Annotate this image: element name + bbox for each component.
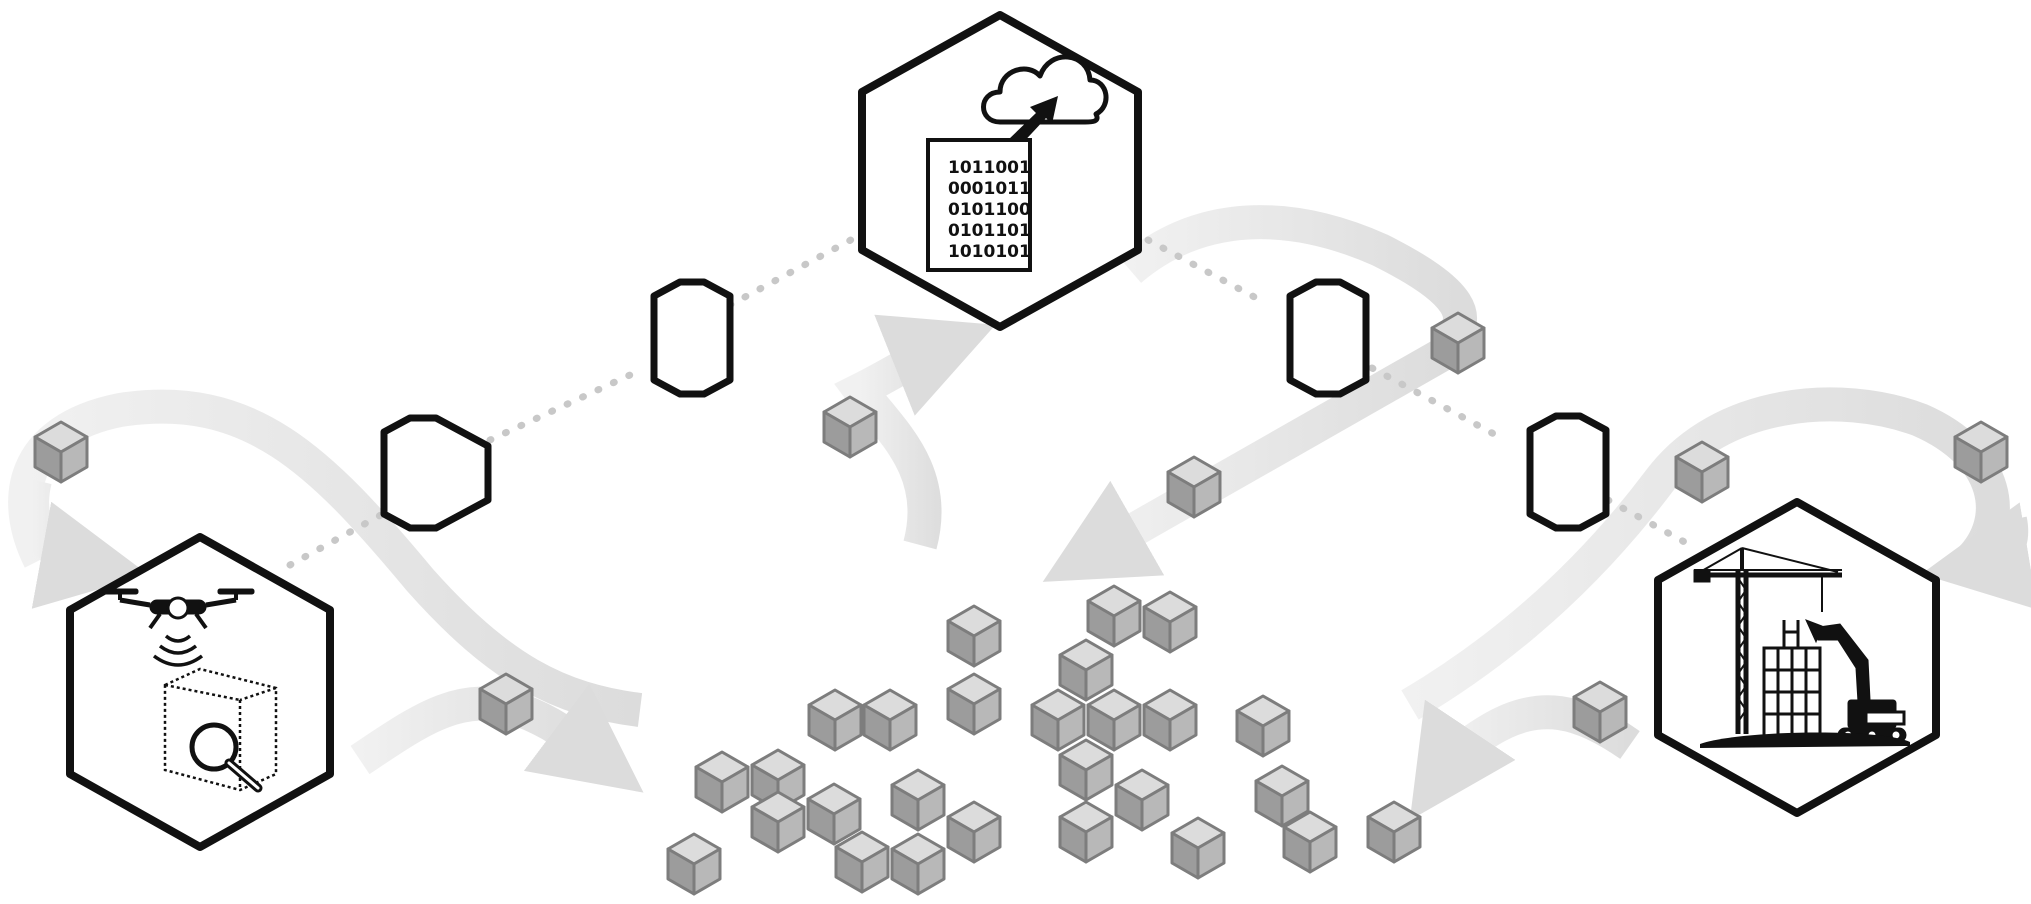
empty-hexagons [380, 278, 1610, 532]
binary-line-1: 1011001 [948, 158, 1031, 178]
cube [1114, 768, 1170, 832]
empty-hexagon-3 [1286, 278, 1370, 398]
cube [1170, 816, 1226, 880]
cube [946, 800, 1002, 864]
empty-hexagon-1 [380, 414, 492, 532]
dotted-link-cloud-to-hex3 [1144, 236, 1264, 304]
flow-arrow-left-down [15, 475, 149, 609]
cube [1058, 800, 1114, 864]
upload-arrow-icon [1008, 96, 1058, 148]
flow-arrow-center-up [834, 314, 996, 550]
dotted-link-hex1-to-hex2 [486, 371, 634, 444]
cube [862, 688, 918, 752]
cube [1086, 584, 1142, 648]
drone-icon [101, 588, 255, 667]
cube [750, 790, 806, 854]
empty-hexagon-4 [1526, 412, 1610, 532]
binary-line-3: 0101100 [948, 200, 1031, 220]
cube [33, 420, 89, 484]
dotted-link-hex2-to-cloud [726, 231, 864, 309]
cube [1166, 455, 1222, 519]
binary-line-2: 0001011 [948, 179, 1031, 199]
building-scaffold-icon [1762, 620, 1822, 738]
node-cloud-data-upload: 1011001 0001011 0101100 0101101 1010101 [858, 11, 1142, 331]
cube [1572, 680, 1628, 744]
flow-arrow-right-down [1921, 502, 2031, 610]
dotted-link-hex4-to-site [1604, 496, 1694, 549]
cube [694, 750, 750, 814]
cube [666, 832, 722, 896]
cube [1366, 800, 1422, 864]
binary-line-5: 1010101 [948, 242, 1031, 262]
cube [946, 604, 1002, 668]
binary-line-4: 0101101 [948, 221, 1031, 241]
binary-document-icon: 1011001 0001011 0101100 0101101 1010101 [926, 138, 1032, 272]
cube [806, 782, 862, 846]
node-construction-site [1654, 498, 1940, 817]
excavator-icon [1805, 619, 1907, 743]
cloud-icon [981, 54, 1109, 125]
dotted-links [286, 231, 1694, 569]
flow-arrows [8, 205, 2031, 821]
cube [1030, 688, 1086, 752]
cube [890, 768, 946, 832]
cube [1086, 688, 1142, 752]
cube [946, 672, 1002, 736]
cube [1235, 694, 1291, 758]
hexagon-frame-drone [66, 533, 334, 851]
dotted-link-drone-to-hex1 [286, 506, 394, 569]
cube [1282, 810, 1338, 874]
cube [890, 832, 946, 896]
node-drone-inspection [66, 533, 334, 851]
hexagon-frame-construction [1654, 498, 1940, 817]
cube [807, 688, 863, 752]
cube [1142, 688, 1198, 752]
cube [1142, 590, 1198, 654]
cube [1058, 638, 1114, 702]
cube [1953, 420, 2009, 484]
cube [478, 672, 534, 736]
cube [1058, 738, 1114, 802]
cube [822, 395, 878, 459]
flow-arrow-right-diagonal [1042, 335, 1459, 582]
cube [1430, 311, 1486, 375]
crane-icon [1693, 547, 1842, 734]
cube [1674, 440, 1730, 504]
magnifier-icon [189, 722, 263, 793]
cube [834, 830, 890, 894]
empty-hexagon-2 [650, 278, 734, 398]
ground-icon [1700, 732, 1910, 748]
